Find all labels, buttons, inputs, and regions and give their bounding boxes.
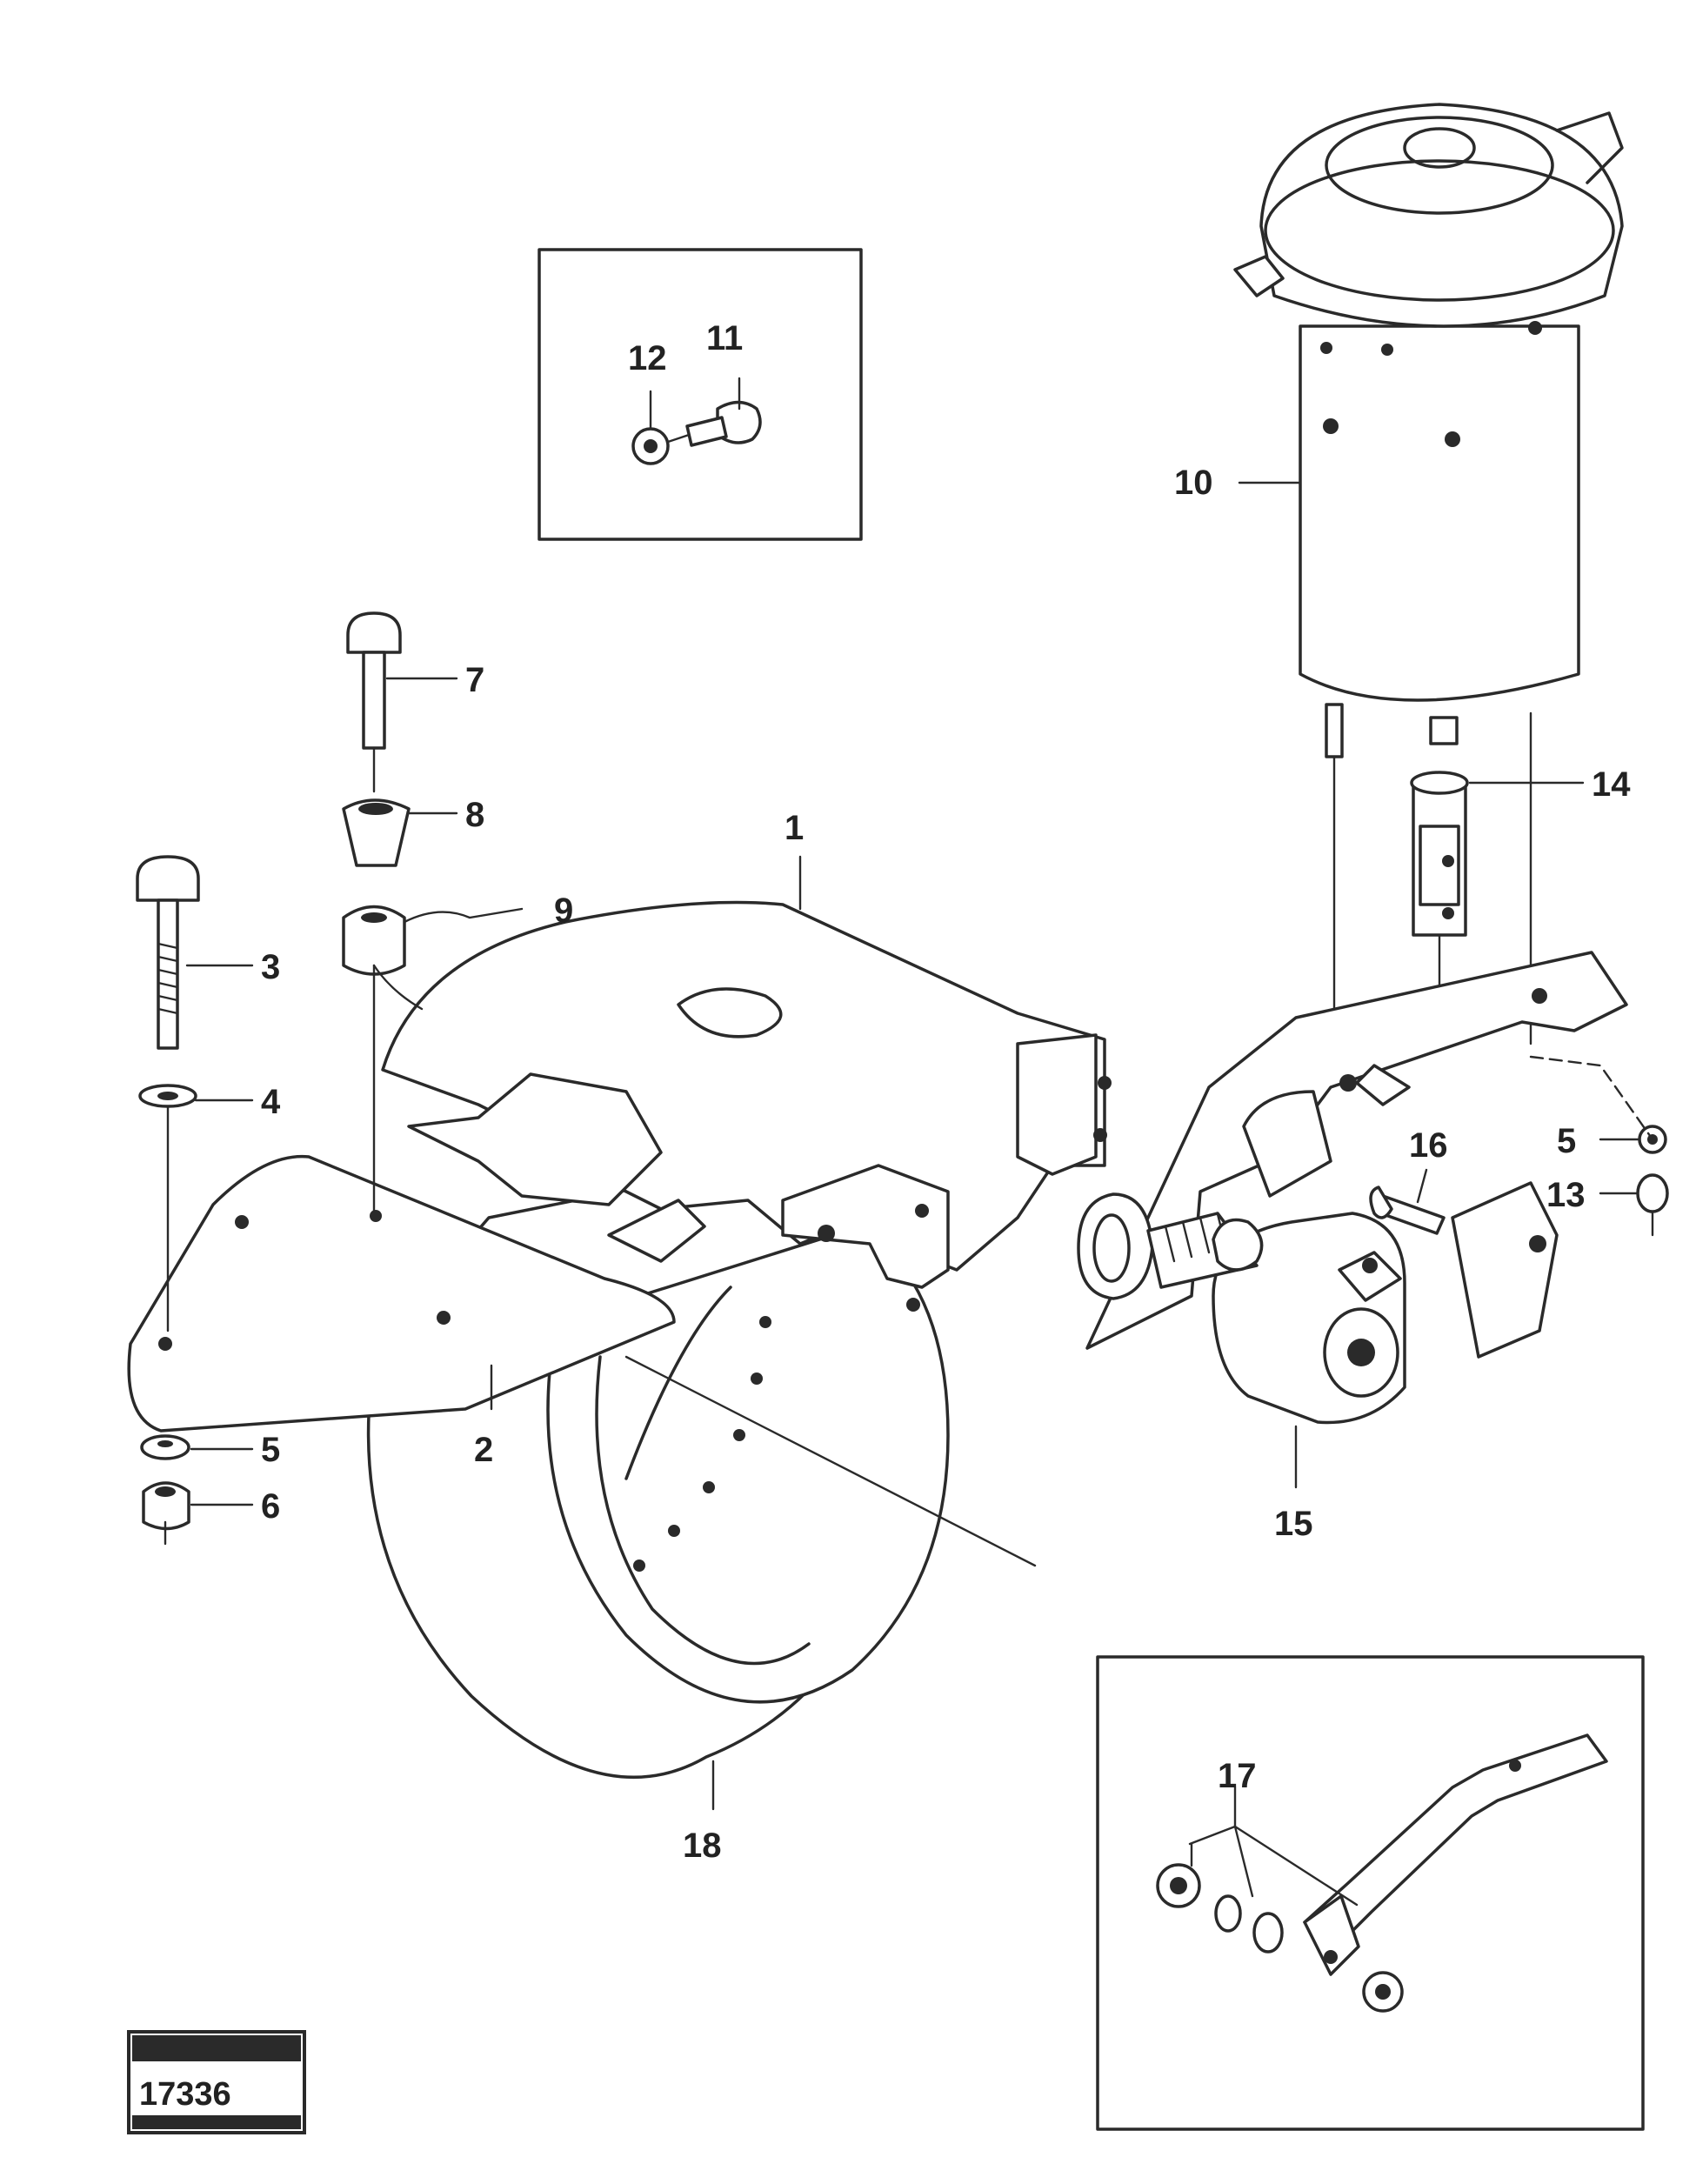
fastener-stack-left bbox=[136, 855, 200, 1546]
callout-17: 17 bbox=[1218, 1757, 1257, 1795]
bracket-plate bbox=[1085, 951, 1669, 1425]
callout-15: 15 bbox=[1274, 1505, 1313, 1543]
inset-box-bottom bbox=[1096, 1655, 1645, 2131]
camshaft bbox=[1077, 1192, 1264, 1300]
callout-7: 7 bbox=[465, 661, 484, 699]
leader-lines bbox=[185, 481, 1641, 1811]
callout-14: 14 bbox=[1592, 765, 1631, 804]
brake-cylinder bbox=[1233, 103, 1624, 1080]
callout-2: 2 bbox=[474, 1431, 493, 1469]
callout-6: 6 bbox=[261, 1487, 280, 1526]
clevis bbox=[1410, 771, 1469, 1024]
callout-11: 11 bbox=[706, 319, 743, 357]
callout-5-left: 5 bbox=[261, 1431, 280, 1469]
callout-10: 10 bbox=[1174, 464, 1213, 502]
callout-18: 18 bbox=[683, 1827, 722, 1865]
callout-1: 1 bbox=[785, 809, 804, 847]
caliper-housing bbox=[381, 900, 1112, 1312]
fastener-stack-middle bbox=[342, 611, 524, 1219]
mounting-plate bbox=[127, 1154, 676, 1433]
callout-12: 12 bbox=[628, 339, 667, 377]
callout-3: 3 bbox=[261, 948, 280, 986]
inset-box-top bbox=[538, 248, 863, 541]
callout-9: 9 bbox=[554, 892, 573, 930]
callout-16: 16 bbox=[1409, 1126, 1448, 1165]
callout-labels: 1 2 3 4 5 5 6 7 8 9 10 11 12 13 14 15 16… bbox=[139, 319, 1631, 2113]
drawing-stamp bbox=[127, 2030, 306, 2134]
callout-8: 8 bbox=[465, 796, 484, 834]
callout-4: 4 bbox=[261, 1083, 281, 1121]
callout-13: 13 bbox=[1546, 1176, 1586, 1214]
drawing-number: 17336 bbox=[139, 2076, 231, 2113]
callout-5-right: 5 bbox=[1557, 1122, 1576, 1160]
